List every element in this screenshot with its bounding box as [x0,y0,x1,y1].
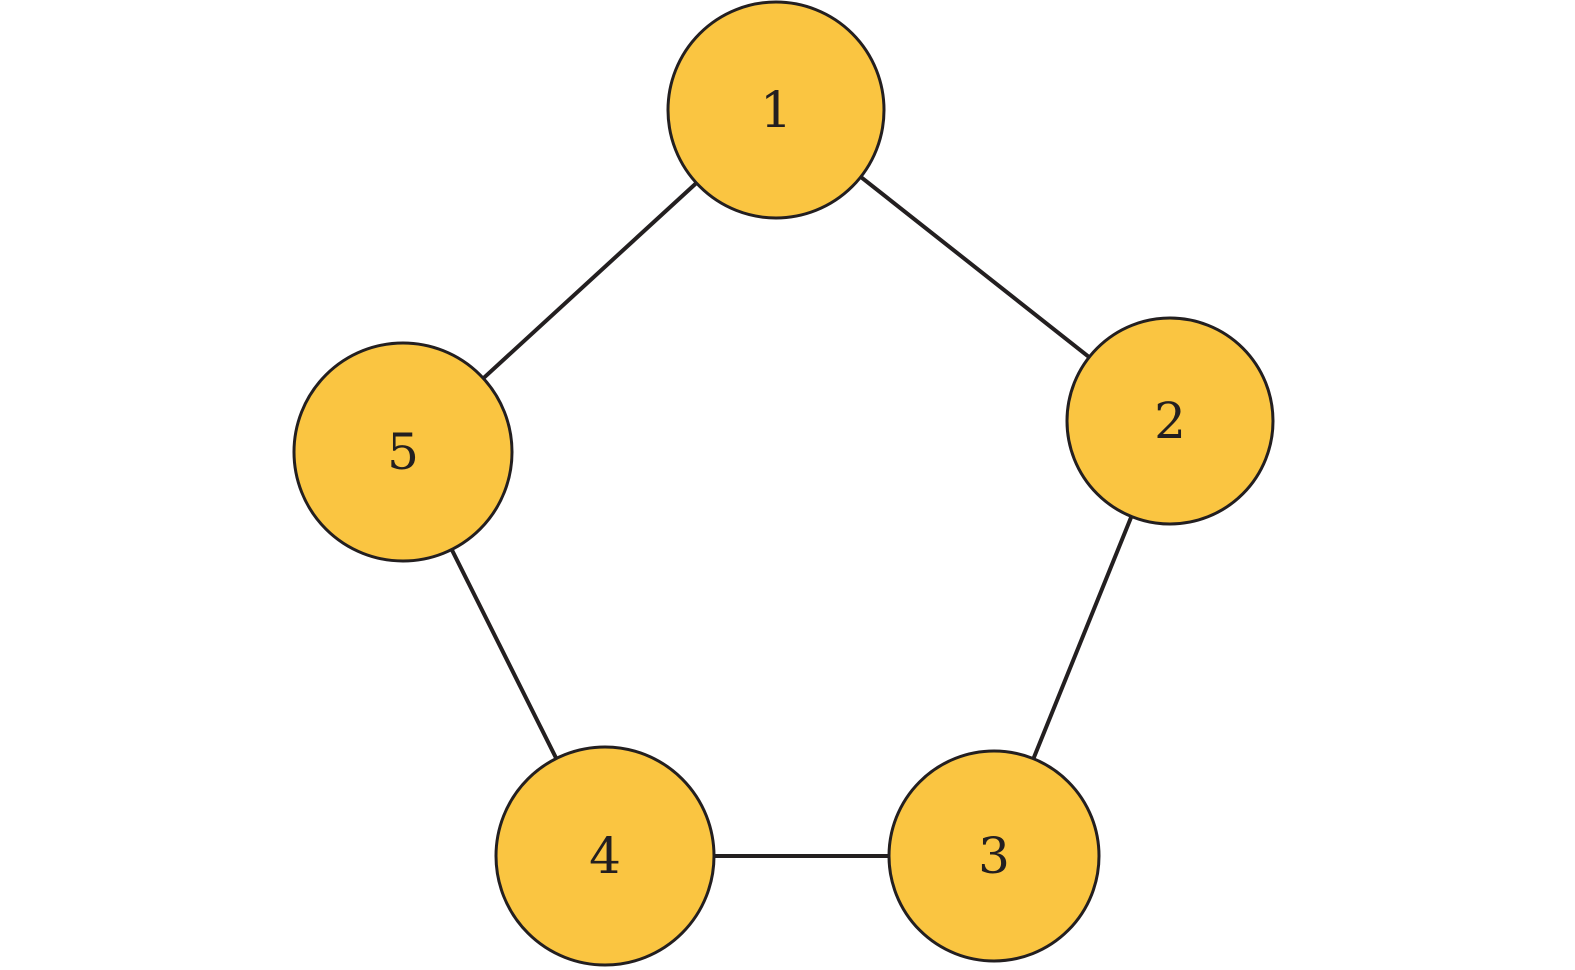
node-circle-1 [666,0,886,220]
node-circle-2 [1065,316,1275,526]
node-label-1: 1 [760,81,792,139]
node-4: 4 [494,745,716,967]
node-5: 5 [292,341,514,563]
edges-layer [449,175,1134,858]
node-label-4: 4 [589,827,621,885]
nodes-layer: 1 2 3 4 5 [292,0,1275,967]
node-label-2: 2 [1154,392,1186,450]
node-circle-4 [494,745,716,967]
node-circle-5 [292,341,514,563]
edge-4-5 [449,548,559,760]
node-2: 2 [1065,316,1275,526]
node-label-5: 5 [387,423,419,481]
edge-2-3 [1031,515,1134,760]
node-3: 3 [887,749,1101,963]
node-circle-3 [887,749,1101,963]
edge-5-1 [481,181,698,380]
edge-1-2 [859,175,1091,359]
node-label-3: 3 [978,827,1010,885]
node-1: 1 [666,0,886,220]
